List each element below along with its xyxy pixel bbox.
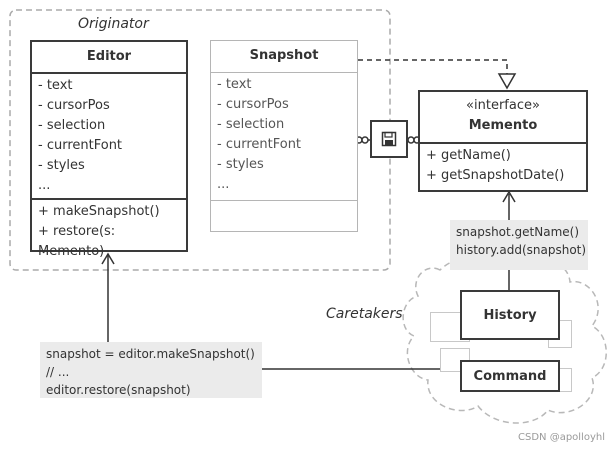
caretakers-label: Caretakers: [326, 306, 403, 322]
editor-method: + restore(s: Memento): [38, 224, 116, 259]
history-note-line: snapshot.getName(): [456, 225, 580, 239]
snapshot-field: - cursorPos: [217, 97, 289, 112]
caretakers-cloud: [402, 254, 607, 424]
memento-stereotype: «interface»: [466, 98, 540, 113]
memento-methods: + getName() + getSnapshotDate(): [420, 144, 586, 188]
snapshot-field: ...: [217, 177, 230, 192]
command-title: Command: [473, 368, 547, 384]
snapshot-methods: [211, 201, 357, 205]
floppy-disk-icon: [370, 120, 408, 158]
editor-field: - text: [38, 78, 73, 93]
editor-arrowhead: [101, 252, 115, 265]
command-class: Command: [460, 360, 560, 392]
snapshot-fields: - text - cursorPos - selection - current…: [211, 73, 357, 201]
realization-arrowhead: [497, 73, 517, 90]
memento-interface: «interface» Memento + getName() + getSna…: [418, 90, 588, 192]
history-note-line: history.add(snapshot): [456, 243, 587, 257]
history-class: History: [460, 290, 560, 340]
snapshot-field: - selection: [217, 117, 285, 132]
editor-field: - selection: [38, 118, 106, 133]
editor-field: ...: [38, 178, 51, 193]
editor-note-line: snapshot = editor.makeSnapshot(): [46, 347, 255, 361]
nest-circle-right: [361, 136, 369, 144]
editor-class-title: Editor: [32, 42, 186, 74]
editor-note-line: editor.restore(snapshot): [46, 383, 191, 397]
snapshot-class: Snapshot - text - cursorPos - selection …: [210, 40, 358, 232]
history-note: snapshot.getName() history.add(snapshot): [450, 220, 588, 270]
snapshot-field: - currentFont: [217, 137, 302, 152]
memento-header: «interface» Memento: [420, 92, 586, 144]
memento-method: + getName(): [426, 148, 511, 163]
snapshot-memento-realization: [358, 59, 508, 74]
originator-label: Originator: [78, 16, 149, 32]
floppy-disk-glyph: [381, 131, 397, 147]
editor-field: - cursorPos: [38, 98, 110, 113]
editor-field: - styles: [38, 158, 85, 173]
editor-method: + makeSnapshot(): [38, 204, 160, 219]
memento-title: Memento: [468, 118, 538, 133]
snapshot-field: - text: [217, 77, 252, 92]
watermark: CSDN @apolloyhl: [518, 432, 605, 443]
snapshot-field: - styles: [217, 157, 264, 172]
history-arrowhead: [502, 190, 516, 203]
nest-circle-left2: [407, 136, 415, 144]
memento-method: + getSnapshotDate(): [426, 168, 565, 183]
editor-fields: - text - cursorPos - selection - current…: [32, 74, 186, 200]
editor-note-line: // ...: [46, 365, 70, 379]
editor-field: - currentFont: [38, 138, 123, 153]
editor-methods: + makeSnapshot() + restore(s: Memento): [32, 200, 186, 264]
history-title: History: [483, 307, 537, 323]
editor-class: Editor - text - cursorPos - selection - …: [30, 40, 188, 259]
editor-note: snapshot = editor.makeSnapshot() // ... …: [40, 342, 262, 398]
snapshot-class-title: Snapshot: [211, 41, 357, 73]
